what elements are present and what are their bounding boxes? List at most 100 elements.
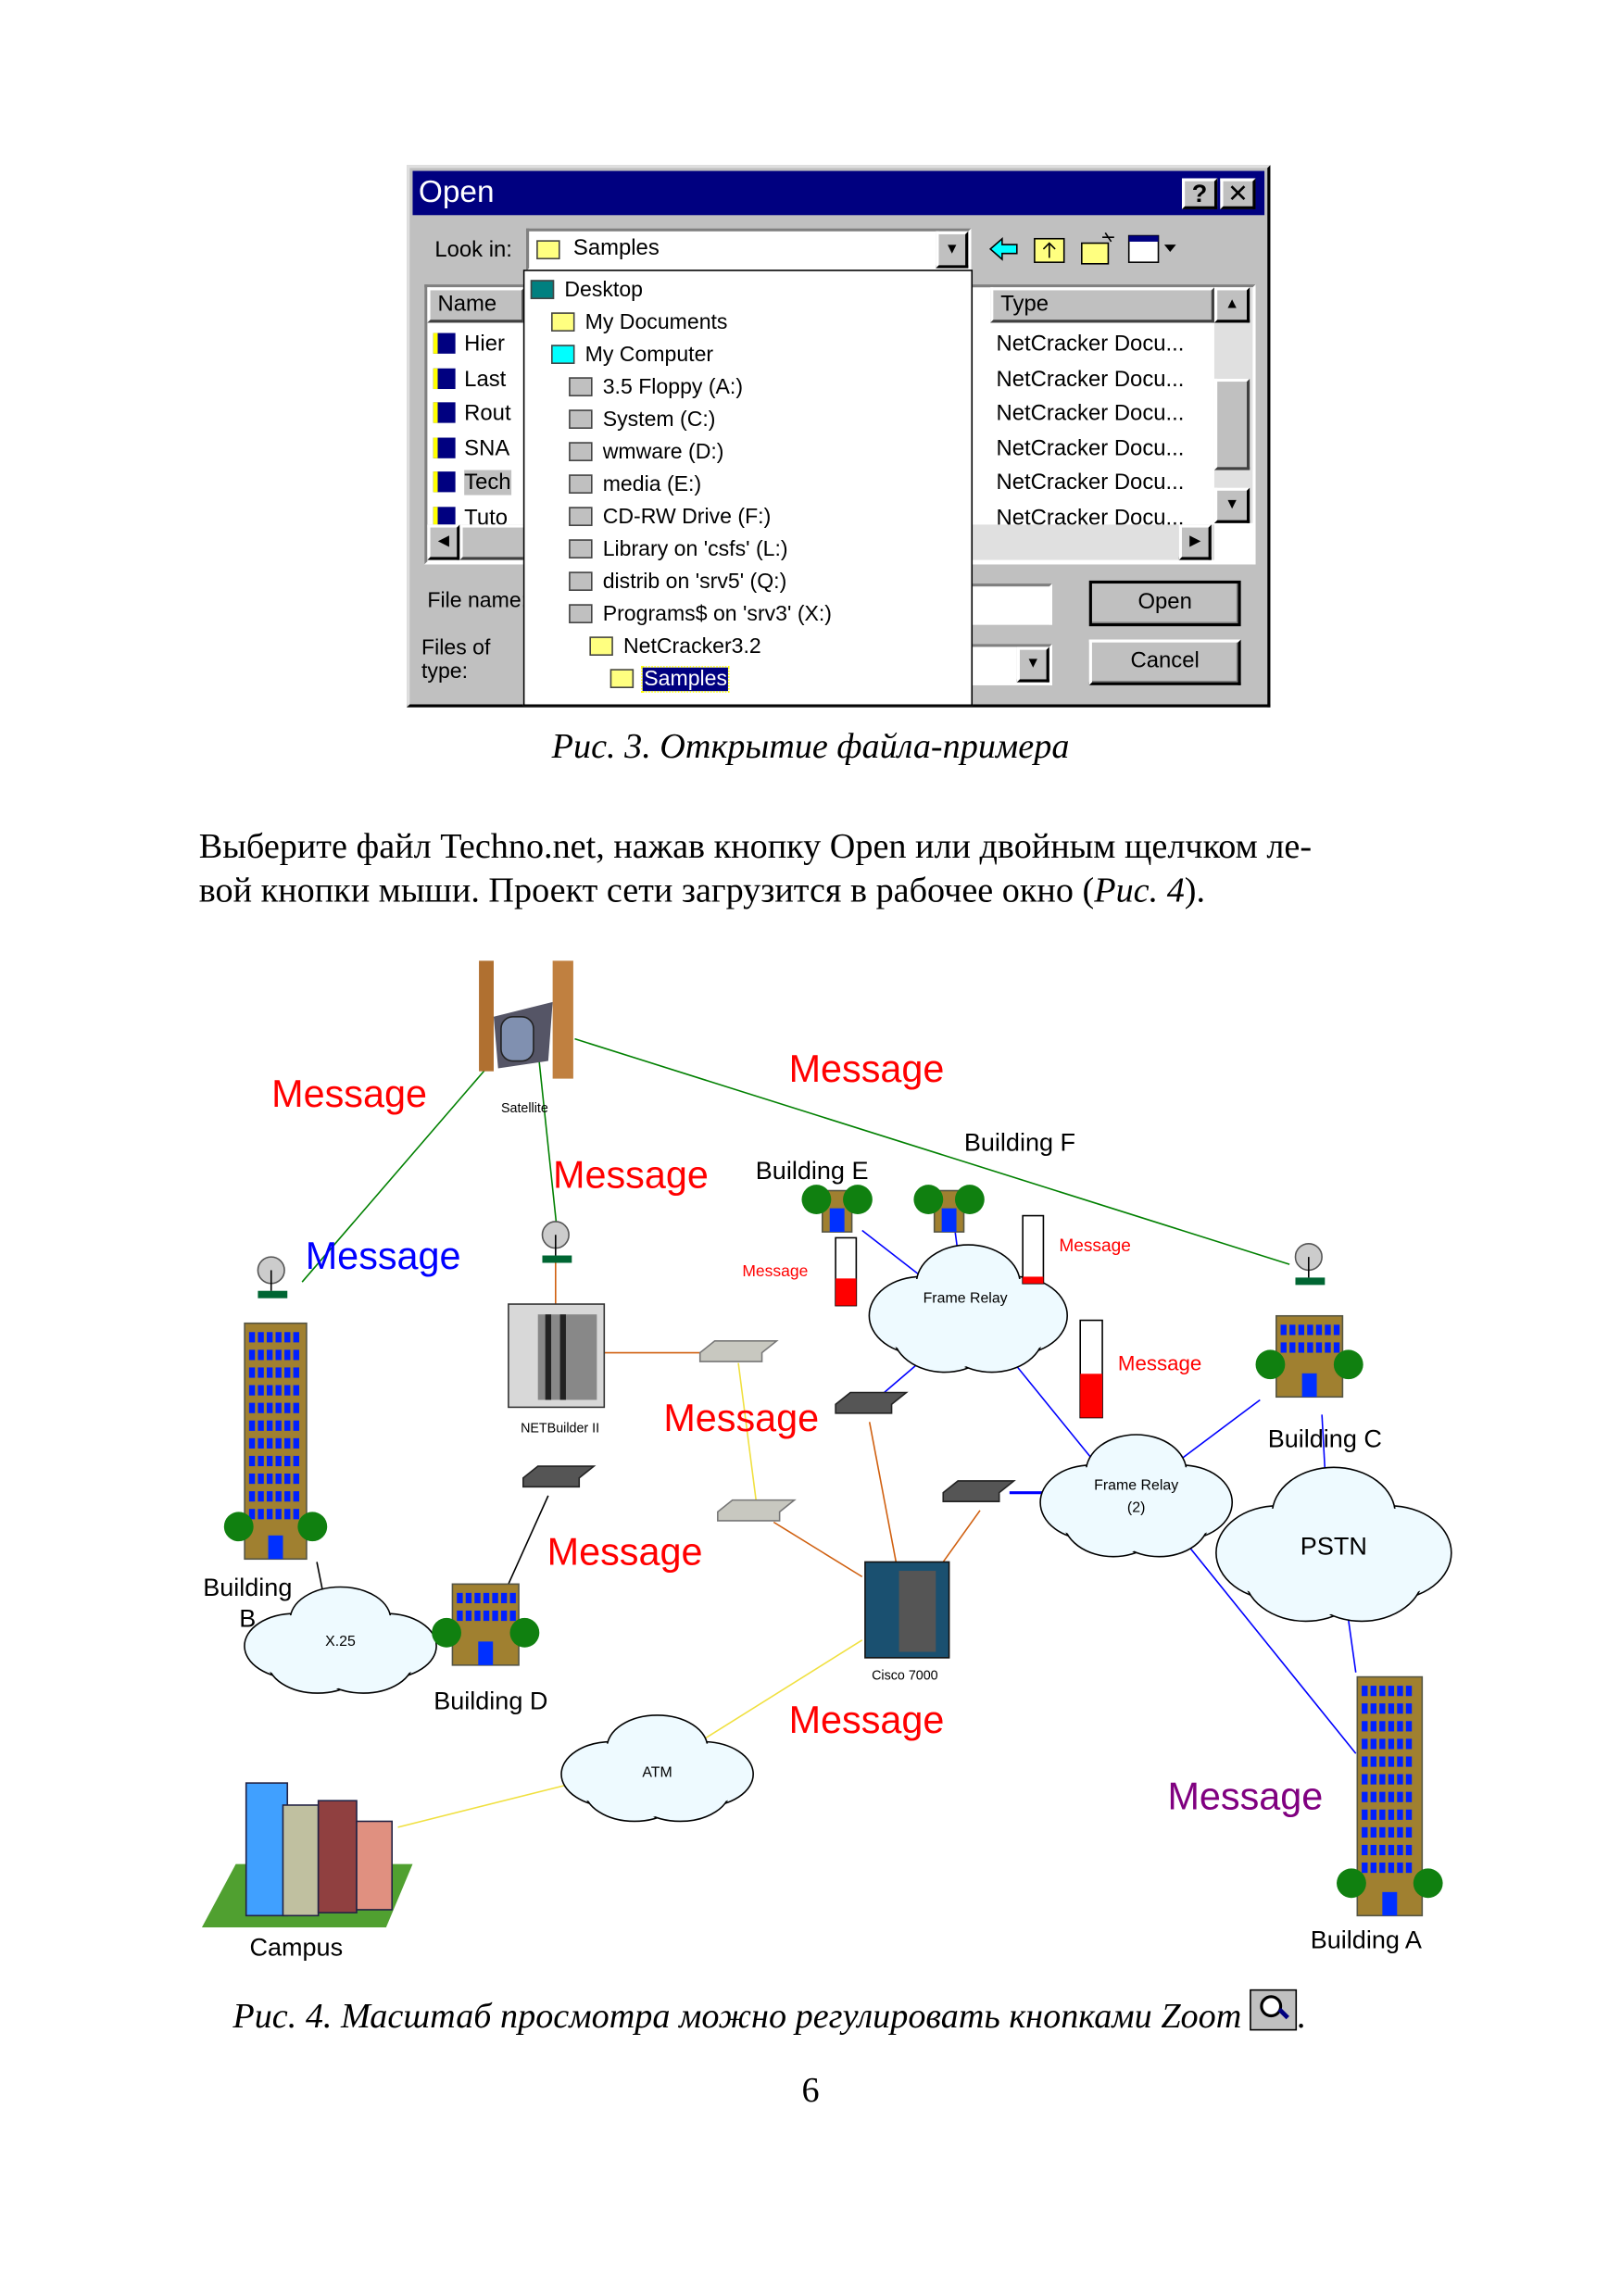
file-row[interactable]: Last bbox=[433, 363, 506, 395]
dropdown-item[interactable]: NetCracker3.2 bbox=[589, 631, 762, 663]
up-folder-icon[interactable] bbox=[1034, 237, 1065, 263]
new-folder-icon[interactable] bbox=[1080, 232, 1114, 265]
paragraph-line-1: Выберите файл Techno.net, нажав кнопку O… bbox=[198, 828, 1313, 867]
building-f-icon[interactable] bbox=[913, 1185, 985, 1233]
scroll-down-icon[interactable]: ▼ bbox=[1213, 487, 1250, 523]
toolbar bbox=[988, 232, 1176, 265]
utilization-gauge bbox=[1079, 1319, 1103, 1419]
dropdown-item[interactable]: Library on 'csfs' (L:) bbox=[569, 533, 789, 566]
x25-cloud[interactable] bbox=[244, 1586, 437, 1694]
building-b-label: B bbox=[239, 1604, 256, 1632]
netcracker-file-icon bbox=[433, 367, 456, 389]
network-drive-icon bbox=[569, 571, 593, 591]
building-e-icon[interactable] bbox=[801, 1185, 873, 1233]
dropdown-item-label: System (C:) bbox=[602, 408, 716, 433]
scroll-up-icon[interactable]: ▲ bbox=[1213, 287, 1250, 323]
dropdown-item-label: My Documents bbox=[584, 310, 728, 335]
router-icon[interactable] bbox=[522, 1465, 597, 1488]
vertical-scrollbar[interactable]: ▲ ▼ bbox=[1213, 287, 1253, 523]
dropdown-item-label: My Computer bbox=[584, 343, 714, 368]
dropdown-item[interactable]: 3.5 Floppy (A:) bbox=[569, 371, 744, 404]
scroll-thumb[interactable] bbox=[1213, 378, 1250, 470]
netbuilder-icon[interactable] bbox=[508, 1303, 606, 1409]
router-icon[interactable] bbox=[942, 1480, 1016, 1503]
utilization-gauge bbox=[835, 1236, 858, 1307]
building-c-icon[interactable] bbox=[1255, 1314, 1363, 1399]
x25-label: X.25 bbox=[325, 1634, 356, 1650]
figure-caption-3: Рис. 3. Открытие файла-примера bbox=[551, 727, 1070, 767]
building-a-icon[interactable] bbox=[1337, 1675, 1443, 1917]
column-header-name[interactable]: Name bbox=[427, 287, 525, 323]
dropdown-item[interactable]: System (C:) bbox=[569, 404, 717, 436]
file-row[interactable]: SNA bbox=[433, 433, 509, 465]
hub-icon[interactable] bbox=[717, 1499, 797, 1522]
dropdown-item-label: media (E:) bbox=[602, 472, 702, 497]
router-icon[interactable] bbox=[835, 1391, 909, 1414]
open-button[interactable]: Open bbox=[1088, 580, 1241, 627]
hscroll-thumb[interactable] bbox=[459, 524, 526, 560]
look-in-select[interactable]: Samples ▼ bbox=[525, 228, 972, 271]
link bbox=[536, 1048, 559, 1231]
chevron-down-icon[interactable]: ▼ bbox=[1016, 646, 1049, 683]
file-type: NetCracker Docu... bbox=[996, 435, 1185, 461]
cancel-button[interactable]: Cancel bbox=[1088, 639, 1241, 685]
look-in-dropdown-list[interactable]: Desktop My Documents My Computer 3.5 Floppy… bbox=[522, 270, 974, 707]
figure-caption-4: Рис. 4. Масштаб просмотра можно регулиро… bbox=[232, 1989, 1306, 2039]
cdrom-icon bbox=[569, 507, 593, 526]
link bbox=[692, 1639, 863, 1748]
dropdown-item[interactable]: wmware (D:) bbox=[569, 436, 725, 469]
message-label: Message bbox=[1167, 1775, 1323, 1818]
netcracker-file-icon bbox=[433, 332, 456, 354]
atm-cloud[interactable] bbox=[560, 1714, 754, 1823]
file-row[interactable]: Tech bbox=[433, 467, 511, 499]
satellite-label: Satellite bbox=[501, 1101, 548, 1116]
atm-label: ATM bbox=[642, 1765, 672, 1781]
dropdown-item[interactable]: Programs$ on 'srv3' (X:) bbox=[569, 598, 833, 631]
dropdown-item[interactable]: My Computer bbox=[551, 339, 715, 371]
campus-icon[interactable] bbox=[201, 1782, 413, 1928]
file-name: Tech bbox=[464, 470, 511, 496]
building-e-label: Building E bbox=[756, 1157, 869, 1185]
message-label: Message bbox=[1059, 1236, 1130, 1256]
link bbox=[1171, 1524, 1357, 1754]
column-header-type[interactable]: Type bbox=[990, 287, 1214, 323]
file-type: NetCracker Docu... bbox=[996, 470, 1185, 496]
dropdown-item[interactable]: Desktop bbox=[530, 274, 645, 307]
dropdown-item[interactable]: media (E:) bbox=[569, 469, 703, 501]
scroll-left-icon[interactable]: ◀ bbox=[427, 524, 460, 560]
building-d-icon[interactable] bbox=[432, 1583, 540, 1666]
open-folder-icon bbox=[609, 669, 635, 688]
frame-relay-2-cloud[interactable] bbox=[1039, 1434, 1234, 1558]
message-label: Message bbox=[663, 1397, 819, 1439]
building-f-label: Building F bbox=[964, 1129, 1075, 1157]
cisco-7000-icon[interactable] bbox=[864, 1561, 950, 1659]
link bbox=[737, 1362, 757, 1500]
dropdown-item-label: wmware (D:) bbox=[602, 440, 724, 465]
frame-relay-2-label: Frame Relay bbox=[1094, 1478, 1178, 1494]
hub-icon[interactable] bbox=[698, 1340, 779, 1362]
computer-icon bbox=[551, 345, 575, 364]
dropdown-item-label: 3.5 Floppy (A:) bbox=[602, 375, 744, 400]
message-label: Message bbox=[271, 1073, 427, 1115]
building-c-label: Building C bbox=[1268, 1424, 1382, 1452]
pstn-cloud[interactable] bbox=[1215, 1466, 1452, 1623]
folder-icon bbox=[551, 312, 575, 332]
close-button[interactable]: ✕ bbox=[1220, 178, 1256, 209]
satellite-icon[interactable] bbox=[479, 960, 573, 1079]
dropdown-item[interactable]: CD-RW Drive (F:) bbox=[569, 501, 773, 533]
chevron-down-icon[interactable]: ▼ bbox=[936, 231, 969, 269]
netcracker-file-icon bbox=[433, 471, 456, 493]
file-row[interactable]: Hier bbox=[433, 329, 505, 361]
help-button[interactable]: ? bbox=[1181, 178, 1218, 209]
file-name-label: File name: bbox=[427, 589, 528, 613]
dropdown-item[interactable]: My Documents bbox=[551, 307, 729, 339]
dropdown-item[interactable]: distrib on 'srv5' (Q:) bbox=[569, 566, 788, 598]
back-arrow-icon[interactable] bbox=[988, 236, 1018, 261]
building-b-icon[interactable] bbox=[223, 1322, 328, 1561]
scroll-right-icon[interactable]: ▶ bbox=[1178, 524, 1212, 560]
frame-relay-cloud[interactable] bbox=[868, 1244, 1068, 1374]
file-row[interactable]: Rout bbox=[433, 398, 511, 431]
dropdown-item[interactable]: Samples bbox=[609, 663, 731, 696]
view-menu-icon[interactable] bbox=[1127, 234, 1176, 263]
